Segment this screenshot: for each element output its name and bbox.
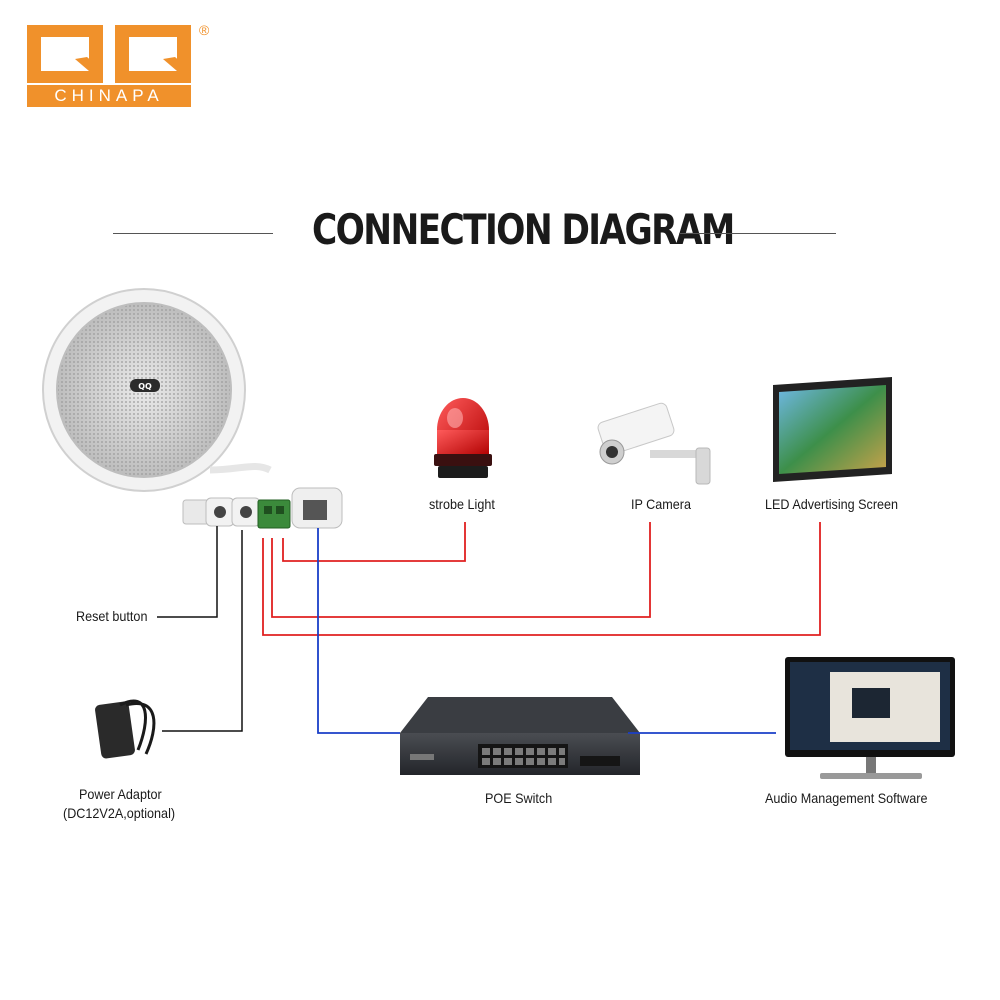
power-adaptor-leader xyxy=(162,530,243,732)
strobe-line xyxy=(282,522,466,562)
title-rule-left xyxy=(113,233,273,234)
reset-button-leader xyxy=(157,526,218,618)
ip-camera-label: IP Camera xyxy=(631,496,692,512)
chinapa-logo xyxy=(27,25,191,107)
audio-software-label: Audio Management Software xyxy=(765,790,928,806)
speaker-network-line xyxy=(317,528,400,734)
ip-camera-icon xyxy=(597,402,711,485)
led-screen-icon xyxy=(773,377,892,482)
registered-mark: ® xyxy=(199,22,210,38)
svg-text:QQ: QQ xyxy=(138,382,152,391)
led-screen-label: LED Advertising Screen xyxy=(765,496,899,512)
ceiling-speaker-icon: QQ xyxy=(42,288,272,492)
camera-line xyxy=(271,522,651,618)
screen-line xyxy=(262,522,821,636)
qq-logo-icon xyxy=(27,25,191,83)
logo-wordmark: CHINAPA xyxy=(27,85,191,107)
power-adaptor-label: Power Adaptor xyxy=(79,786,162,802)
strobe-light-label: strobe Light xyxy=(429,496,495,512)
reset-button-label: Reset button xyxy=(76,608,148,624)
power-adaptor-icon xyxy=(95,699,156,759)
speaker-connectors-icon xyxy=(182,487,343,529)
poe-switch-label: POE Switch xyxy=(485,790,553,806)
title-rule-right xyxy=(679,233,836,234)
strobe-light-icon xyxy=(434,398,492,478)
poe-switch-icon xyxy=(400,697,640,775)
power-adaptor-note: (DC12V2A,optional) xyxy=(63,805,176,821)
monitor-icon xyxy=(785,657,955,779)
